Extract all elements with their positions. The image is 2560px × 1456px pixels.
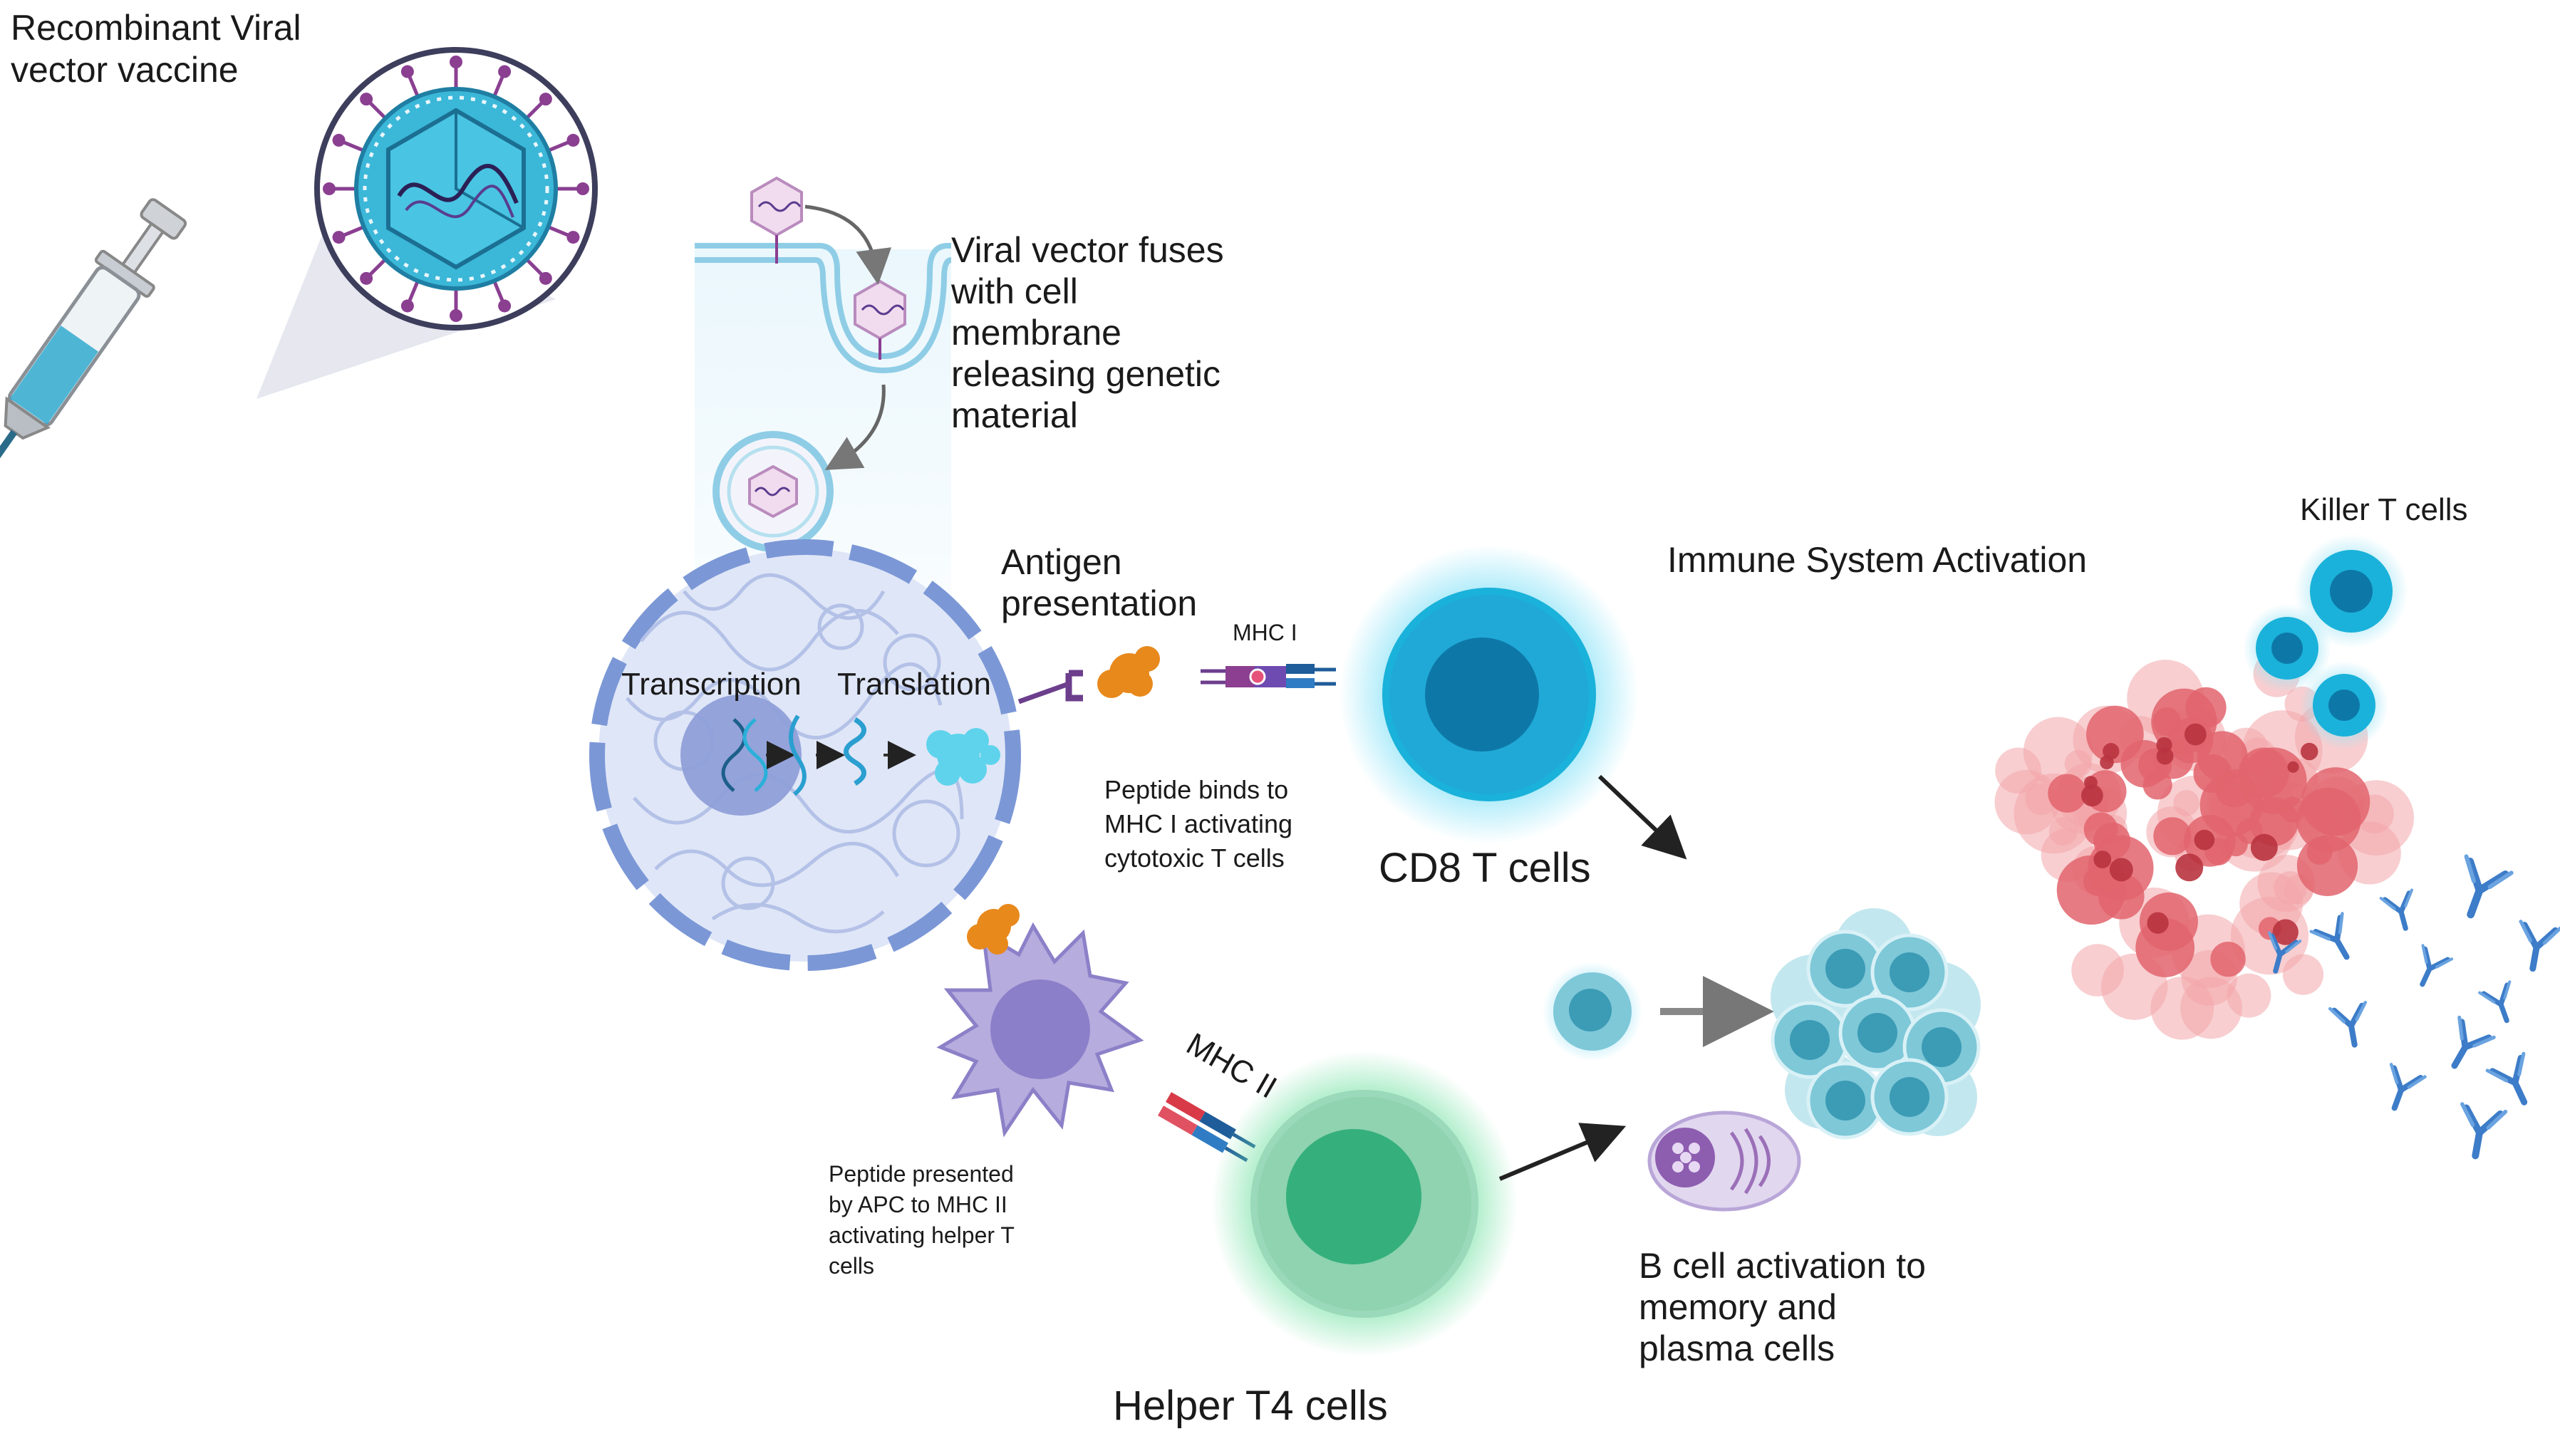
helper-activation-arrow bbox=[1498, 1123, 1627, 1181]
killer-t-label: Killer T cells bbox=[2300, 492, 2468, 527]
dna-icon bbox=[721, 718, 768, 792]
b-cell-label-2: memory and bbox=[1639, 1287, 1837, 1327]
mrna-icon bbox=[844, 717, 866, 786]
peptide-apc-label-3: activating helper T bbox=[829, 1222, 1015, 1248]
b-cell-label-1: B cell activation to bbox=[1639, 1246, 1926, 1286]
plasma-cell bbox=[1647, 1111, 1801, 1212]
b-cell bbox=[1543, 962, 1642, 1061]
mhc2-complex bbox=[1158, 1092, 1256, 1163]
helper-t-cell bbox=[1211, 1051, 1518, 1357]
mrna-icon bbox=[789, 714, 807, 796]
nucleus bbox=[680, 695, 802, 816]
virus-icon bbox=[750, 176, 906, 360]
translation-label: Translation bbox=[837, 667, 992, 702]
antibody-icon bbox=[2267, 854, 2560, 1160]
virus-icon bbox=[314, 47, 598, 331]
fusion-label-2: with cell bbox=[951, 271, 1078, 311]
endosome-arrow bbox=[824, 384, 886, 470]
protein-icon bbox=[926, 728, 1000, 786]
fusion-label-1: Viral vector fuses bbox=[951, 230, 1224, 270]
infected-tissue bbox=[1994, 650, 2414, 1040]
mhc1-label: MHC I bbox=[1233, 620, 1297, 645]
immune-activation-label: Immune System Activation bbox=[1667, 540, 2088, 580]
host-cell bbox=[589, 539, 1021, 971]
peptide-mhc1-label-1: Peptide binds to bbox=[1104, 775, 1289, 804]
fusion-arrow bbox=[804, 204, 892, 285]
apc-cell bbox=[936, 904, 1144, 1138]
fusion-label-5: material bbox=[951, 395, 1078, 435]
peptide-apc-label-2: by APC to MHC II bbox=[829, 1192, 1007, 1217]
cell-membrane-entry bbox=[695, 243, 952, 374]
transcription-label: Transcription bbox=[621, 667, 802, 702]
antigen-label-1: Antigen bbox=[1001, 542, 1122, 582]
b-cell-cluster bbox=[1771, 908, 1981, 1140]
mhc1-antigen-complex bbox=[1017, 646, 1336, 704]
killer-t-cells bbox=[2243, 534, 2408, 749]
fusion-label-3: membrane bbox=[951, 313, 1121, 353]
peptide-mhc1-label-3: cytotoxic T cells bbox=[1104, 843, 1285, 873]
endosome bbox=[712, 431, 834, 552]
helper-label: Helper T4 cells bbox=[1113, 1383, 1388, 1429]
fusion-label-4: releasing genetic bbox=[951, 354, 1221, 394]
peptide-apc-label-4: cells bbox=[829, 1253, 875, 1279]
syringe-icon bbox=[0, 198, 187, 475]
antigen-label-2: presentation bbox=[1001, 583, 1198, 623]
cd8-label: CD8 T cells bbox=[1379, 845, 1591, 891]
peptide-apc-label-1: Peptide presented bbox=[829, 1161, 1014, 1187]
cd8-t-cell bbox=[1339, 545, 1639, 844]
b-cell-label-3: plasma cells bbox=[1639, 1328, 1835, 1368]
vaccine-label: Recombinant Viral vector vaccine bbox=[11, 8, 301, 90]
peptide-mhc1-label-2: MHC I activating bbox=[1104, 809, 1293, 838]
cd8-activation-arrow bbox=[1597, 774, 1687, 860]
